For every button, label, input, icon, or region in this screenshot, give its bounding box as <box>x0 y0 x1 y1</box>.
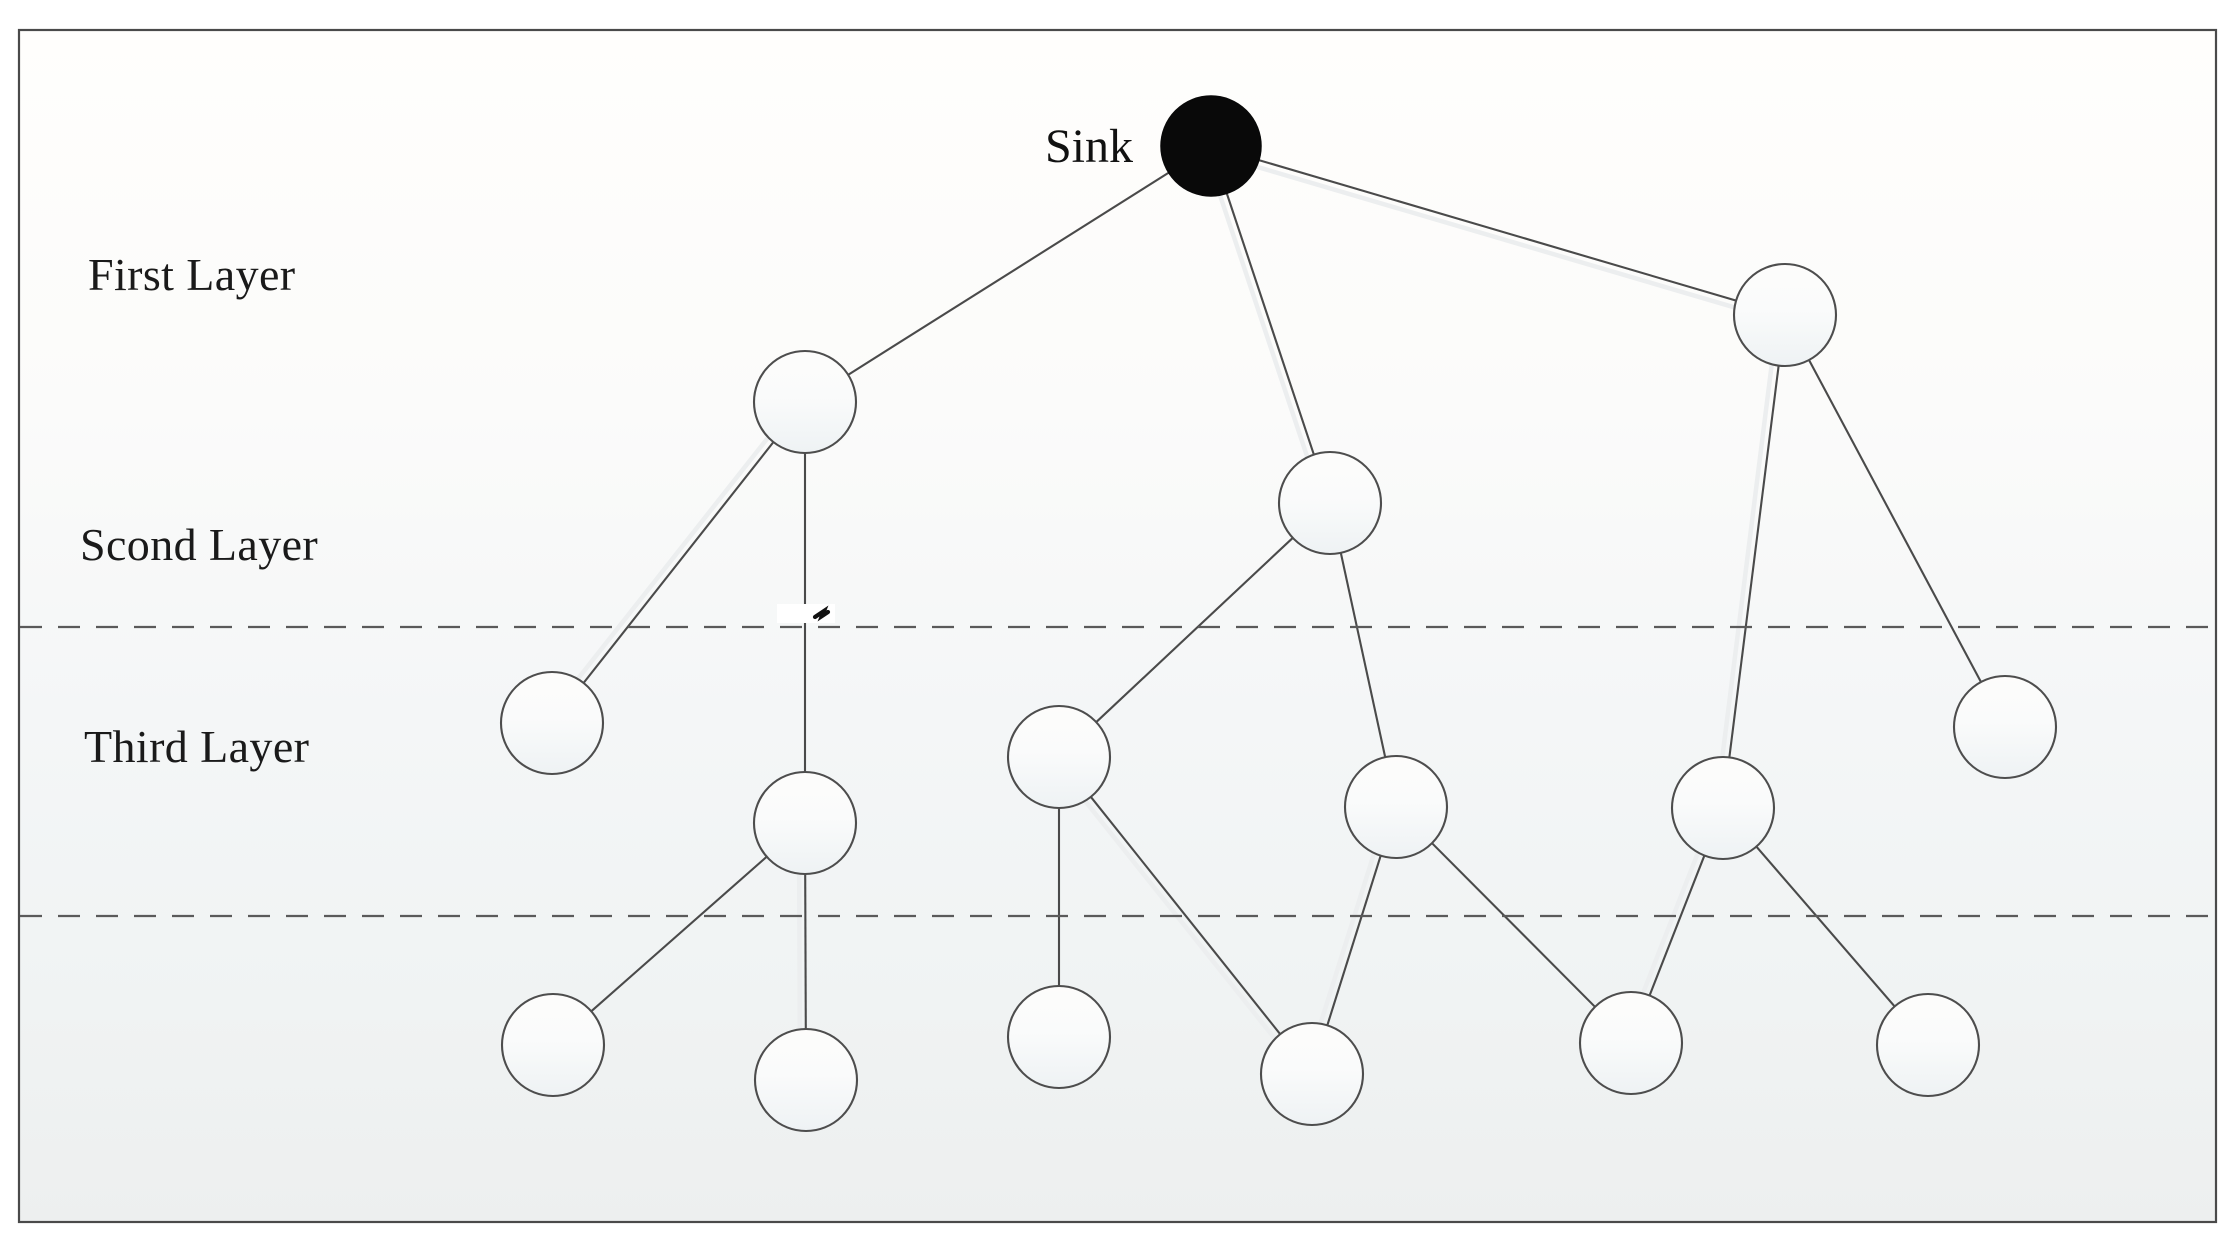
node-s2[interactable] <box>752 770 858 876</box>
edge-s2-t2 <box>804 872 807 1031</box>
edge-highlight-layer <box>575 164 1775 1042</box>
node-s5[interactable] <box>1670 755 1776 861</box>
artifact-layer <box>777 604 835 623</box>
edge-highlight <box>575 434 771 682</box>
edge-highlight <box>1720 361 1775 760</box>
edge-f1-s1 <box>582 440 775 685</box>
node-sink[interactable] <box>1160 95 1262 197</box>
edge-highlight <box>1640 849 1701 997</box>
node-s4[interactable] <box>1343 754 1449 860</box>
node-f3[interactable] <box>1732 262 1838 368</box>
edge-s4-t5 <box>1430 841 1597 1009</box>
node-f2[interactable] <box>1277 450 1383 556</box>
node-s6[interactable] <box>1952 674 2058 780</box>
edge-s5-t6 <box>1754 845 1897 1008</box>
edge-f2-s3 <box>1094 536 1295 724</box>
artifact-tick-mark <box>812 605 831 622</box>
edge-s2-t1 <box>589 855 769 1013</box>
sink-label: Sink <box>1045 120 1133 173</box>
node-f1[interactable] <box>752 349 858 455</box>
layer-label-first: First Layer <box>88 249 296 300</box>
edge-highlight <box>1253 164 1738 310</box>
node-t2[interactable] <box>753 1027 859 1133</box>
edge-f3-s5 <box>1728 364 1780 759</box>
edge-f2-s4 <box>1339 551 1387 759</box>
edge-highlight <box>1217 192 1310 461</box>
edge-sink-f2 <box>1225 192 1316 456</box>
layer-divider-group <box>20 625 2215 918</box>
node-t5[interactable] <box>1578 990 1684 1096</box>
layer-label-third: Third Layer <box>84 721 309 772</box>
node-t3[interactable] <box>1006 984 1112 1090</box>
layer-label-second: Scond Layer <box>80 519 318 570</box>
edge-layer <box>582 158 1983 1036</box>
edge-highlight <box>1318 850 1377 1027</box>
node-t1[interactable] <box>500 992 606 1098</box>
edge-s5-t5 <box>1648 854 1706 997</box>
node-t4[interactable] <box>1259 1021 1365 1127</box>
node-t6[interactable] <box>1875 992 1981 1098</box>
edge-highlight <box>796 870 803 1033</box>
edge-sink-f1 <box>846 171 1171 377</box>
node-layer <box>499 95 2058 1133</box>
edge-s4-t4 <box>1326 854 1382 1027</box>
node-s1[interactable] <box>499 670 605 776</box>
edge-f3-s6 <box>1807 358 1983 684</box>
edge-s3-t4 <box>1089 795 1282 1036</box>
edge-highlight <box>1082 798 1278 1042</box>
node-s3[interactable] <box>1006 704 1112 810</box>
edge-sink-f3 <box>1257 158 1738 302</box>
